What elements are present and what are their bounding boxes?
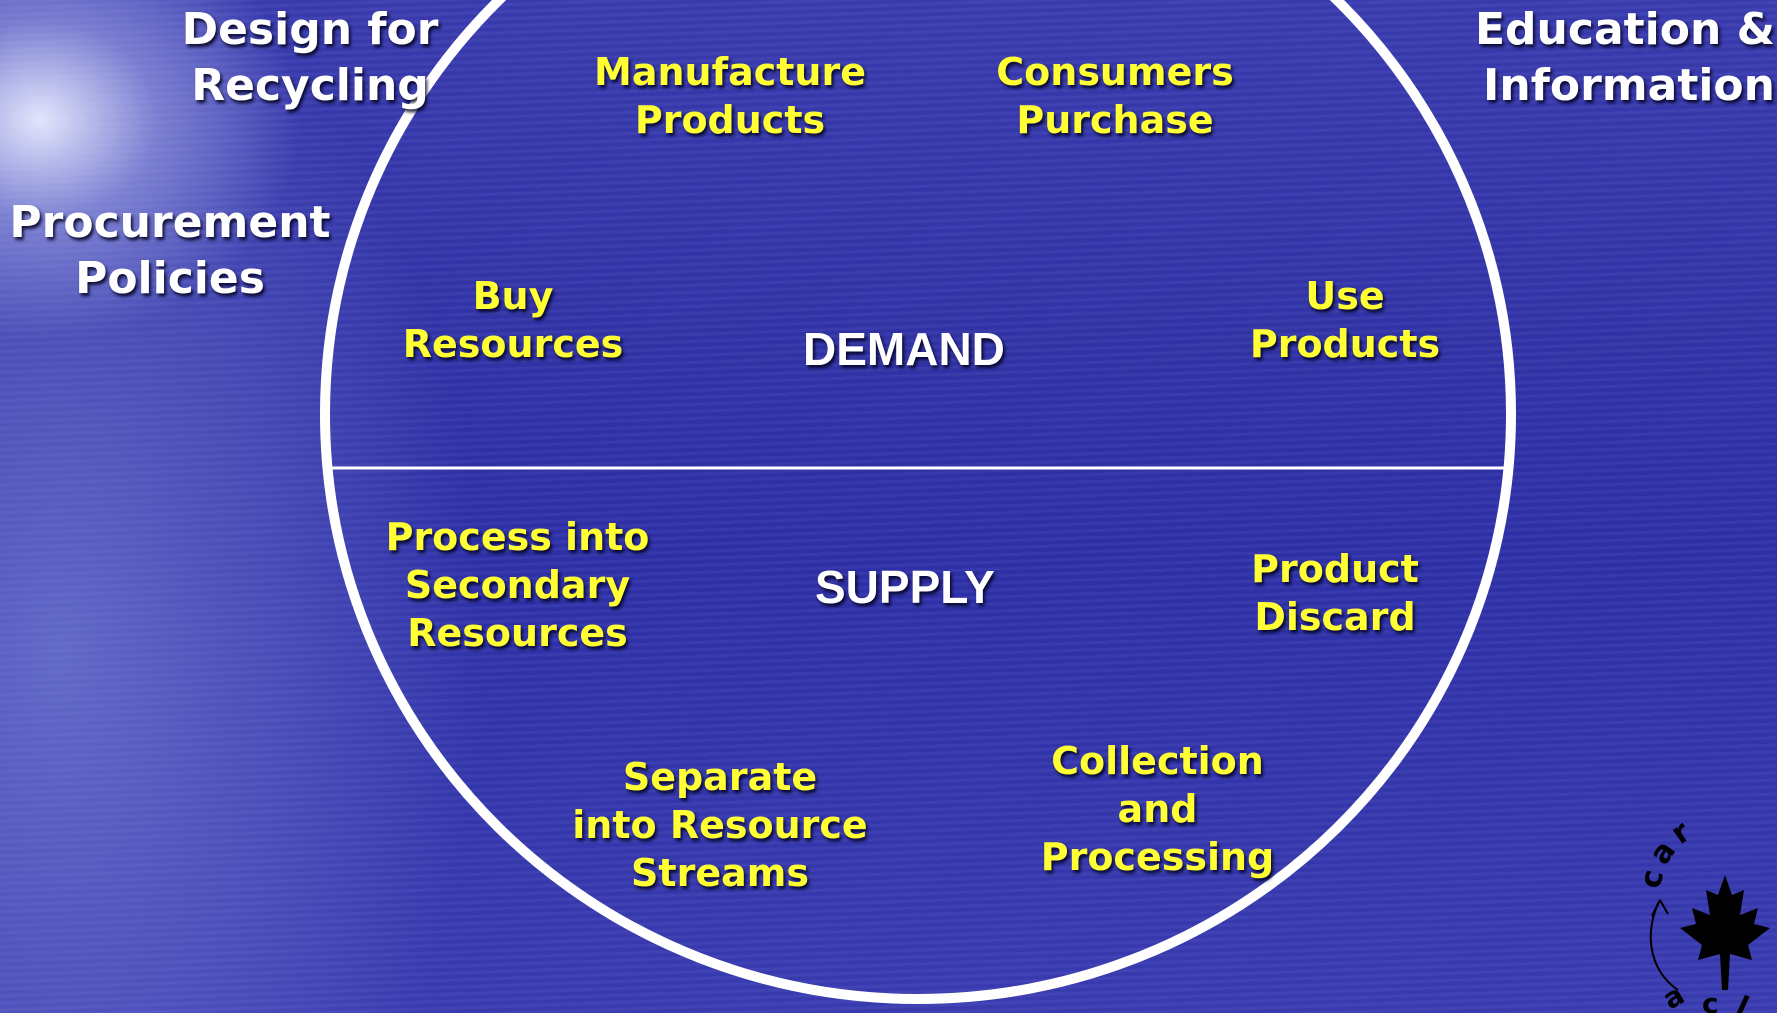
design-for-recycling-label: Design for Recycling	[181, 4, 439, 111]
process-secondary-resources-label: Process into Secondary Resources	[385, 515, 650, 655]
separate-resource-streams-label: Separate into Resource Streams	[572, 755, 868, 895]
maple-leaf-logo: car a c l	[1633, 820, 1770, 1013]
cycle-circle	[320, 0, 1516, 1004]
collection-processing-label: Collection and Processing	[1040, 739, 1275, 879]
consumers-purchase-label: Consumers Purchase	[996, 50, 1234, 142]
svg-text:c: c	[1702, 987, 1719, 1013]
svg-text:l: l	[1731, 989, 1754, 1013]
supply-label: SUPPLY	[815, 561, 995, 613]
product-discard-label: Product Discard	[1251, 547, 1419, 639]
buy-resources-label: Buy Resources	[402, 274, 624, 366]
recycle-arrow-icon	[1649, 899, 1679, 991]
manufacture-products-label: Manufacture Products	[594, 50, 866, 142]
demand-label: DEMAND	[803, 323, 1005, 375]
svg-text:a: a	[1657, 978, 1690, 1013]
use-products-label: Use Products	[1249, 274, 1441, 366]
education-information-label: Education & Information	[1474, 4, 1775, 111]
procurement-policies-label: Procurement Policies	[9, 197, 331, 304]
svg-text:car: car	[1633, 820, 1702, 892]
maple-leaf-icon	[1680, 875, 1770, 990]
